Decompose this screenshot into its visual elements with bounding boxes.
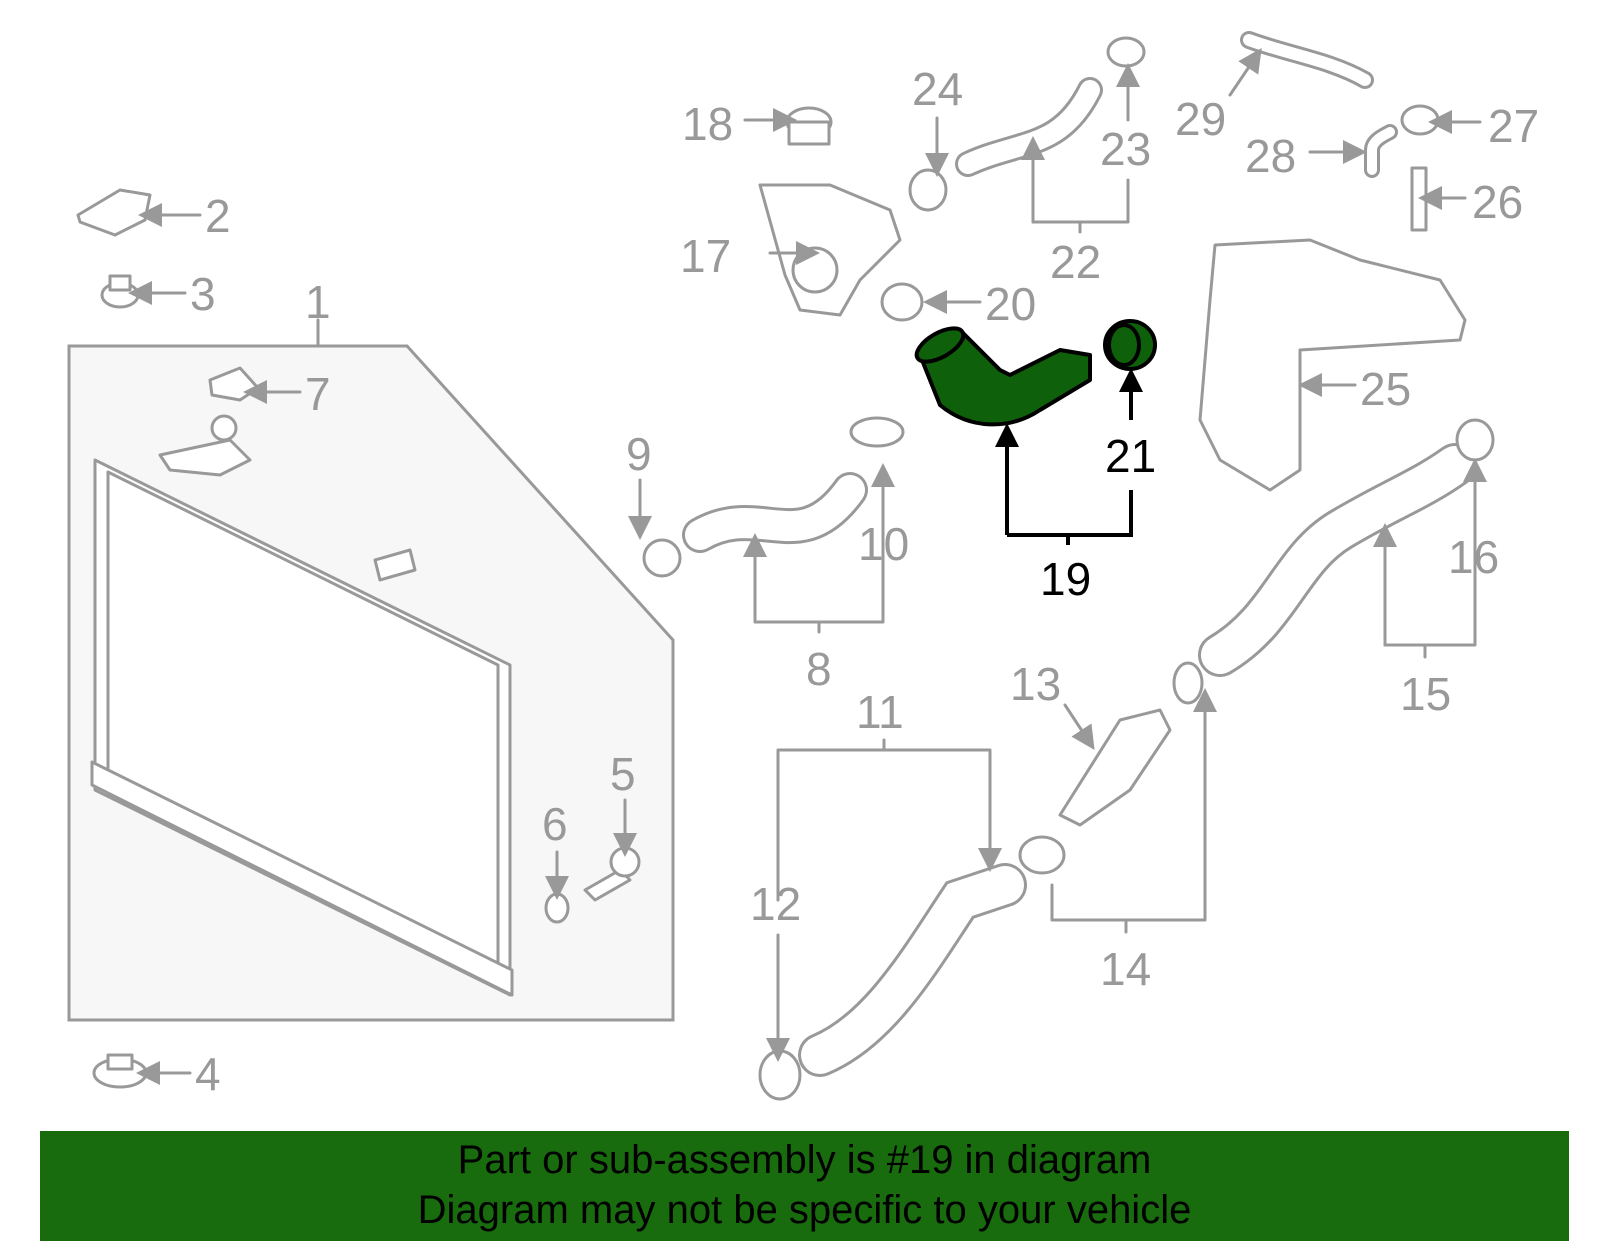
label-27: 27 [1488, 100, 1539, 152]
label-26: 26 [1472, 176, 1523, 228]
label-22: 22 [1050, 236, 1101, 288]
label-3: 3 [190, 268, 216, 320]
label-16: 16 [1448, 531, 1499, 583]
leader-lines [128, 48, 1487, 1085]
label-15: 15 [1400, 668, 1451, 720]
part-labels: 1 2 3 4 5 6 7 8 9 10 11 12 13 14 15 16 1… [190, 63, 1539, 1100]
label-2: 2 [205, 190, 231, 242]
label-28: 28 [1245, 130, 1296, 182]
label-24: 24 [912, 63, 963, 115]
label-21: 21 [1105, 430, 1156, 482]
label-4: 4 [195, 1048, 221, 1100]
label-6: 6 [542, 798, 568, 850]
label-13: 13 [1010, 658, 1061, 710]
part-21-clamp[interactable] [1103, 319, 1157, 371]
label-23: 23 [1100, 123, 1151, 175]
label-5: 5 [610, 748, 636, 800]
banner-line-2: Diagram may not be specific to your vehi… [417, 1188, 1192, 1232]
notice-banner: Part or sub-assembly is #19 in diagram D… [40, 1131, 1569, 1241]
label-1: 1 [305, 276, 331, 328]
label-11: 11 [856, 686, 904, 738]
label-20: 20 [985, 278, 1036, 330]
label-10: 10 [858, 518, 909, 570]
label-17: 17 [680, 230, 731, 282]
label-29: 29 [1175, 93, 1226, 145]
leaders-19 [995, 368, 1143, 545]
label-7: 7 [305, 368, 331, 420]
part-19-hose[interactable] [911, 322, 1092, 427]
label-8: 8 [806, 643, 832, 695]
label-19: 19 [1040, 553, 1091, 605]
label-14: 14 [1100, 943, 1151, 995]
radiator-assembly [67, 318, 675, 1022]
label-12: 12 [750, 878, 801, 930]
label-25: 25 [1360, 363, 1411, 415]
banner-line-1: Part or sub-assembly is #19 in diagram [457, 1138, 1152, 1182]
label-9: 9 [626, 428, 652, 480]
label-18: 18 [682, 98, 733, 150]
